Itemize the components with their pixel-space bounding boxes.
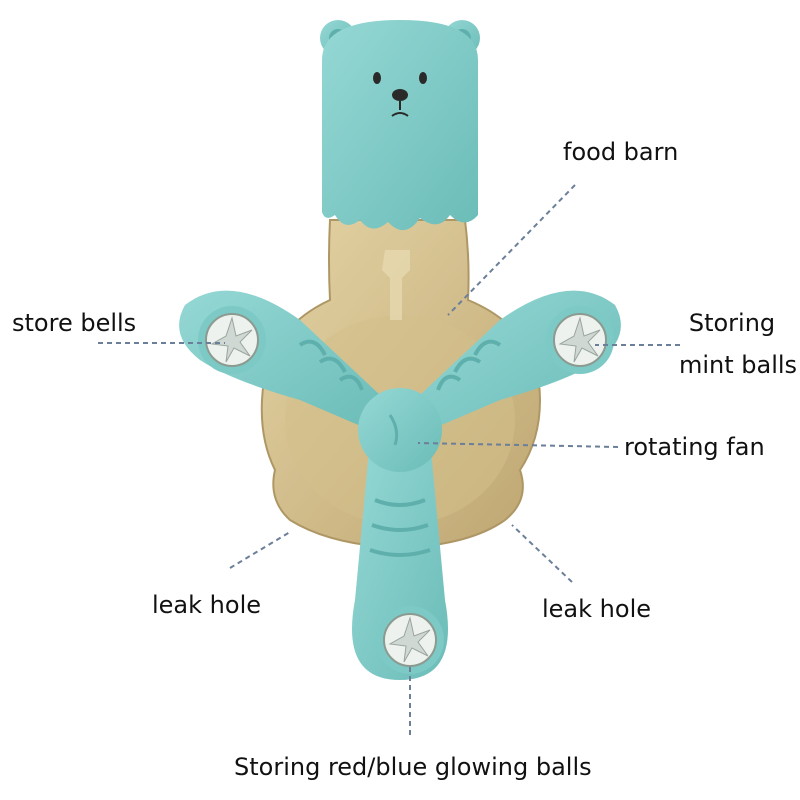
- leader-rotating-fan: [417, 442, 619, 448]
- leader-food-barn: [447, 184, 576, 316]
- bear-nose-icon: [392, 89, 408, 101]
- fan-hub: [358, 388, 442, 472]
- leader-leak-hole-right: [511, 524, 573, 583]
- bear-eye-right-icon: [419, 72, 427, 84]
- label-storing-mint-line1: Storing: [688, 309, 776, 337]
- leader-leak-hole-left: [229, 531, 291, 569]
- label-leak-hole-left: leak hole: [152, 591, 261, 619]
- bell-compartment: [198, 306, 266, 374]
- label-storing-mint-line2: mint balls: [678, 351, 798, 379]
- label-store-bells: store bells: [12, 309, 137, 337]
- label-food-barn: food barn: [563, 138, 679, 166]
- label-storing-glowing-balls: Storing red/blue glowing balls: [234, 753, 592, 781]
- leader-lines: [98, 184, 680, 735]
- bear-eye-left-icon: [373, 72, 381, 84]
- glowing-ball-compartment: [376, 606, 444, 674]
- label-rotating-fan: rotating fan: [624, 433, 765, 461]
- mint-compartment: [546, 306, 614, 374]
- bear-cap: [320, 20, 480, 231]
- label-leak-hole-right: leak hole: [542, 595, 651, 623]
